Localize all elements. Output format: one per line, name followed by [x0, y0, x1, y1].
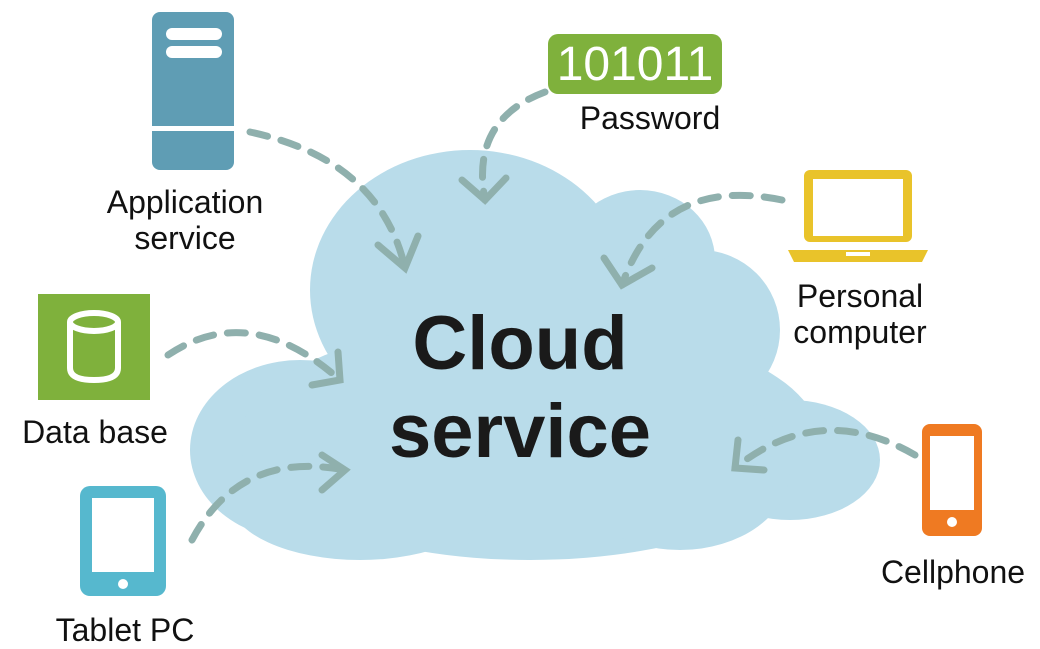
pc-label-line2: computer	[793, 314, 927, 350]
arrow-password	[479, 88, 549, 204]
arrow-pc-head	[600, 254, 656, 290]
password-label: Password	[579, 100, 721, 136]
cellphone-label: Cellphone	[880, 554, 1026, 590]
laptop-icon	[788, 170, 928, 262]
arrow-tablet	[188, 462, 349, 544]
arrow-database	[164, 329, 344, 384]
cellphone-icon	[922, 424, 982, 536]
arrow-application-head	[374, 232, 422, 274]
connection-arrows	[164, 88, 919, 544]
database-label: Data base	[22, 414, 168, 450]
pc-label-line1: Personal	[796, 278, 924, 314]
arrow-cellphone-head	[731, 436, 768, 474]
cloud-shape	[190, 150, 880, 560]
cloud-title-line1: Cloud	[412, 301, 628, 386]
arrow-tablet-head	[318, 451, 351, 494]
tablet-icon	[80, 486, 166, 596]
arrow-cellphone	[731, 426, 919, 472]
cloud-title: Cloud service	[370, 300, 670, 476]
application-label-line2: service	[134, 220, 236, 256]
arrow-application	[246, 128, 409, 272]
arrow-database-head	[308, 348, 344, 389]
arrow-pc	[618, 191, 786, 289]
arrow-password-head	[458, 174, 510, 205]
password-code: 101011	[556, 38, 714, 91]
database-icon	[38, 294, 150, 400]
server-icon	[152, 12, 234, 170]
application-label-line1: Application	[106, 184, 264, 220]
tablet-label: Tablet PC	[55, 612, 195, 648]
cloud-title-line2: service	[388, 389, 652, 474]
password-badge	[548, 34, 722, 94]
